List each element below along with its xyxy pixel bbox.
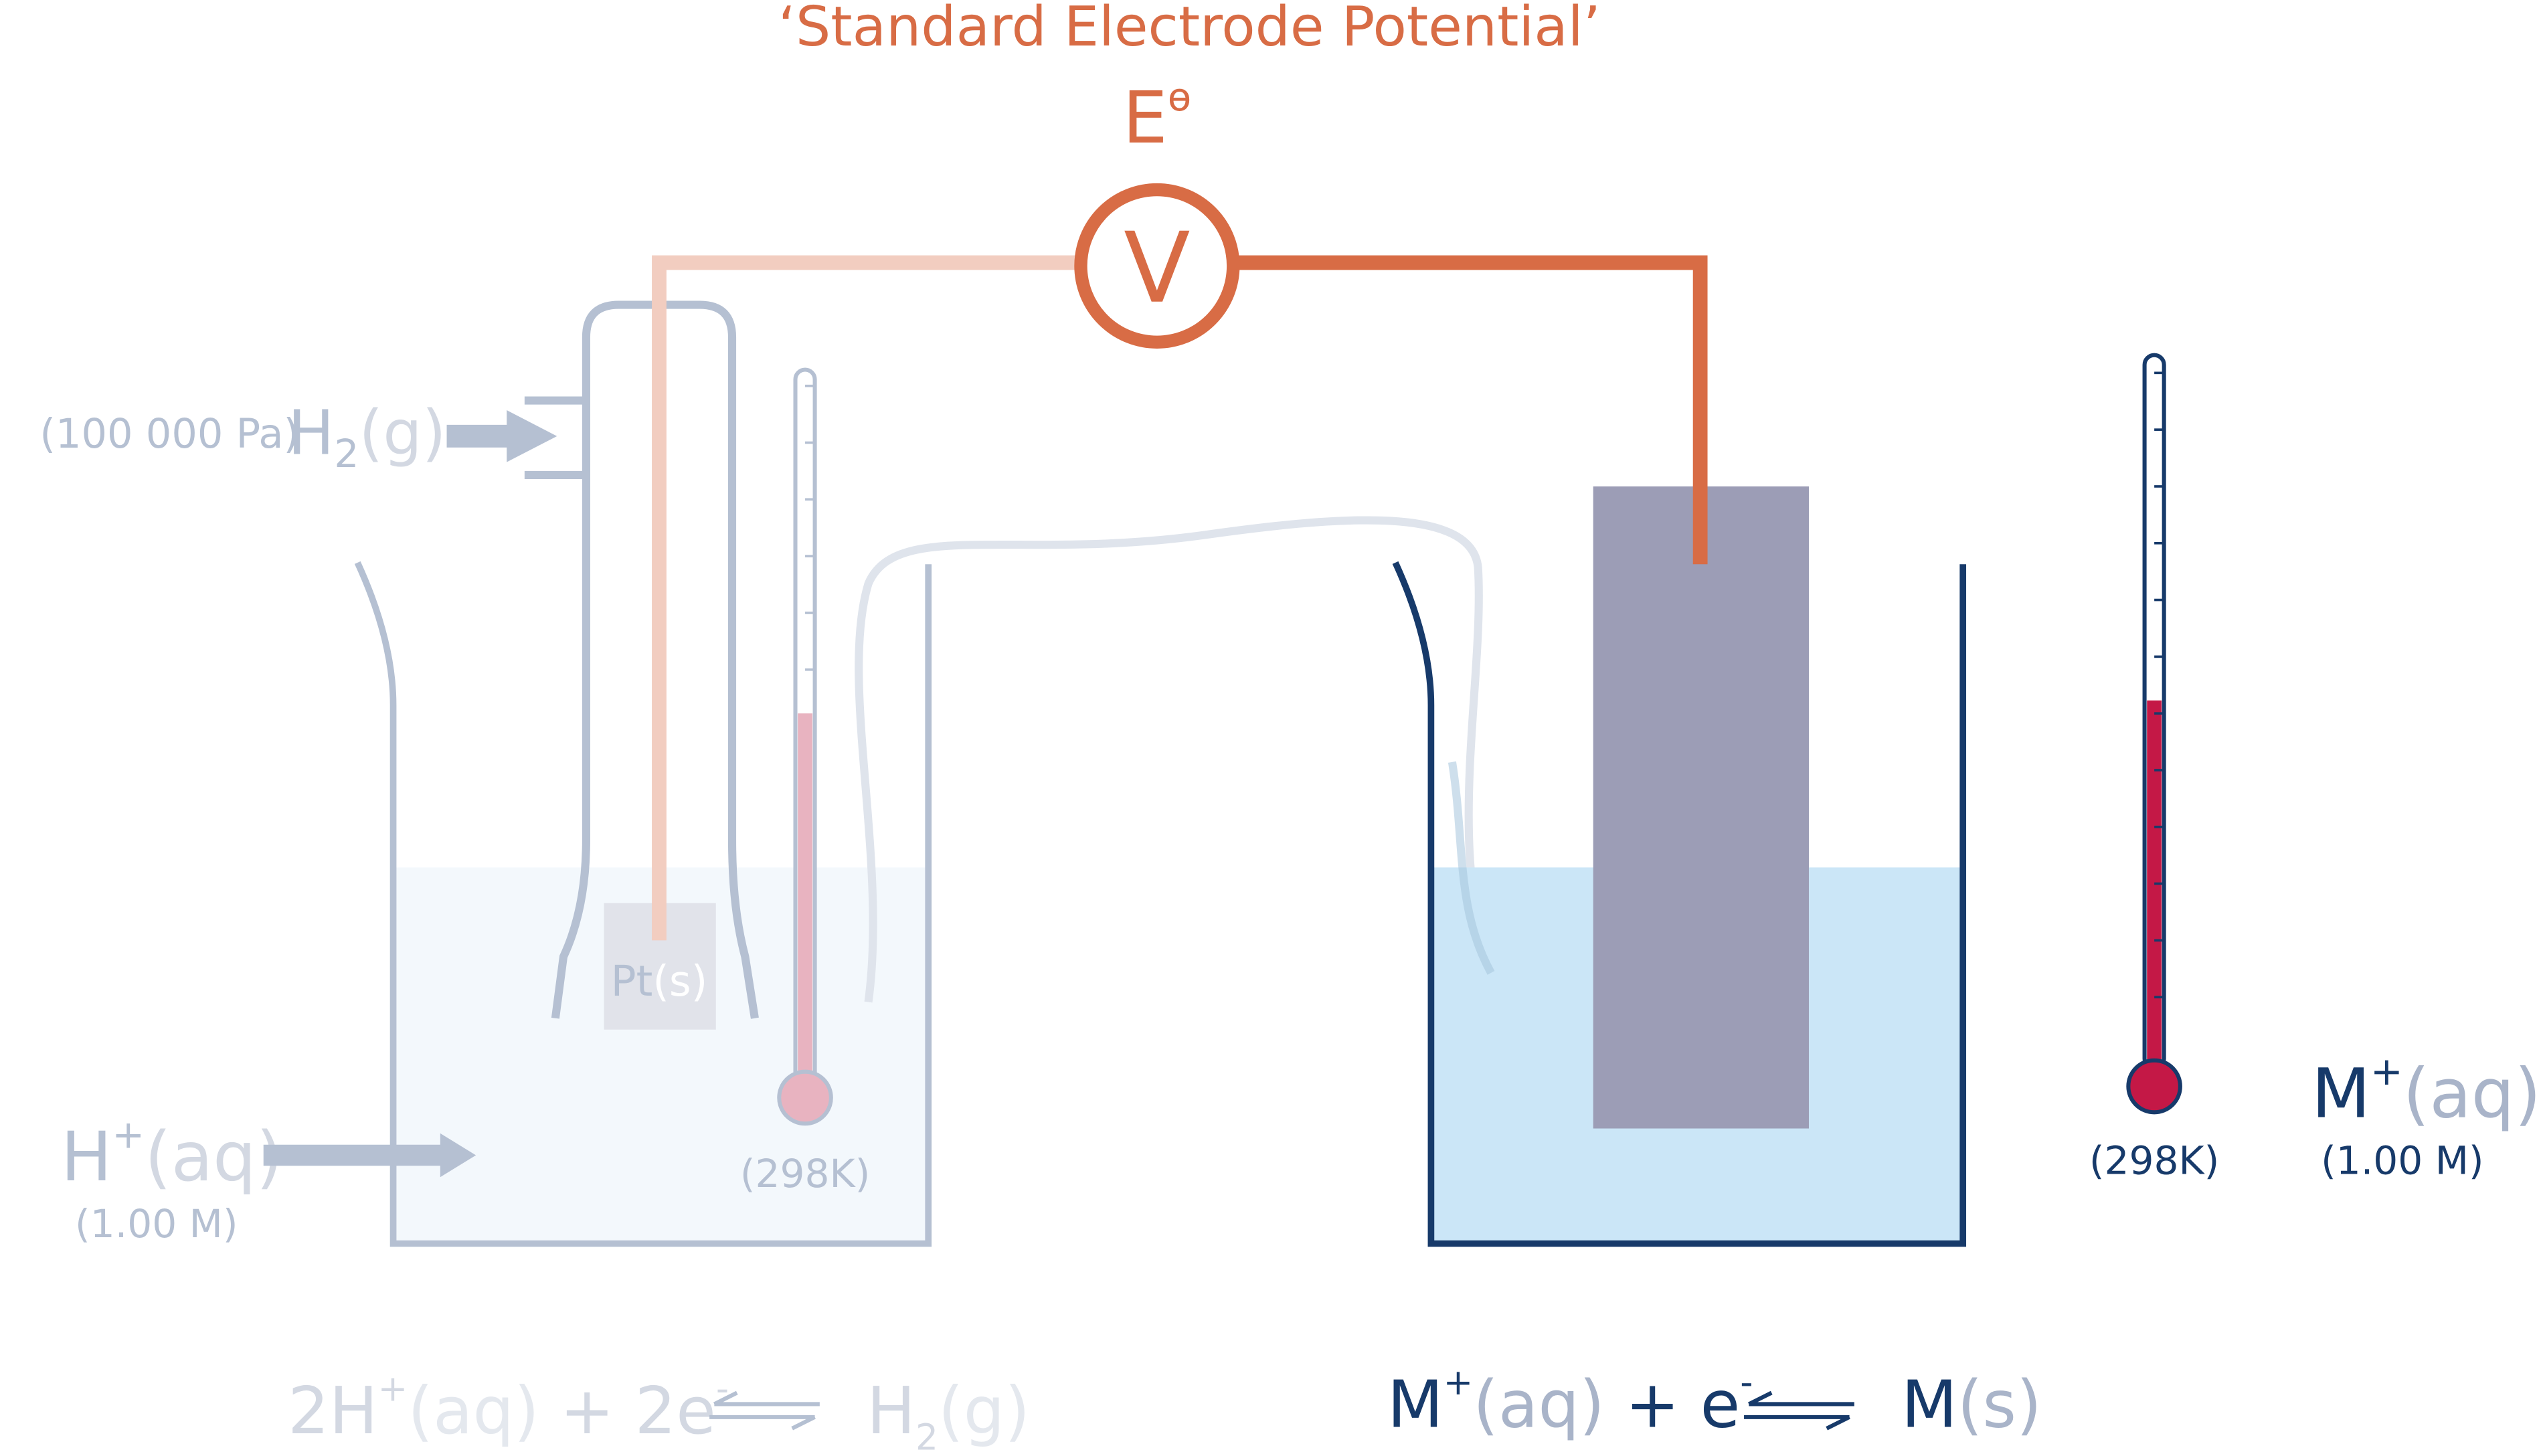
metal-beaker (1392, 561, 1967, 1247)
hydrogen-pressure-label: (100 000 Pa) (39, 411, 299, 458)
salt-bridge (855, 516, 1495, 1003)
metal-concentration-label: (1.00 M) (2321, 1138, 2483, 1183)
salt-bridge-end (1448, 761, 1495, 975)
wire-to-platinum (652, 255, 1083, 941)
gas-inlet-arrow-icon (446, 410, 557, 462)
hydrogen-gas-label: H2(g) (288, 397, 446, 476)
metal-ion-label: M+(aq) (2311, 1049, 2541, 1133)
hydrogen-beaker (354, 561, 932, 1247)
metal-equation-product: M(s) (1901, 1366, 2042, 1442)
hydrogen-ion-arrow-icon (263, 1133, 476, 1178)
voltmeter-label: V (1124, 212, 1190, 325)
hydrogen-equation: 2H+(aq) + 2e- (288, 1368, 729, 1449)
hydrogen-concentration-label: (1.00 M) (75, 1201, 238, 1247)
hydrogen-ion-label: H+(aq) (61, 1112, 283, 1197)
voltmeter: V (1074, 183, 1240, 349)
thermometer-metal (2126, 353, 2182, 1115)
hydrogen-equilibrium-arrow-icon (709, 1390, 820, 1431)
hydrogen-equation-product: H2(g) (867, 1373, 1030, 1456)
metal-equation: M+(aq) + e- (1387, 1362, 1753, 1442)
title-standard-electrode-potential: ‘Standard Electrode Potential’ (778, 0, 1601, 59)
wire-to-metal (1231, 255, 1708, 565)
platinum-electrode-label: Pt(s) (611, 957, 708, 1006)
temperature-label-hydrogen: (298K) (740, 1151, 870, 1196)
thermometer-hydrogen (777, 367, 833, 1126)
metal-equilibrium-arrow-icon (1744, 1390, 1854, 1431)
temperature-label-metal: (298K) (2089, 1138, 2219, 1183)
hydrogen-bell-tube (551, 300, 759, 1019)
title-symbol-e: Eө (1122, 74, 1191, 160)
metal-electrode (1593, 486, 1809, 1129)
